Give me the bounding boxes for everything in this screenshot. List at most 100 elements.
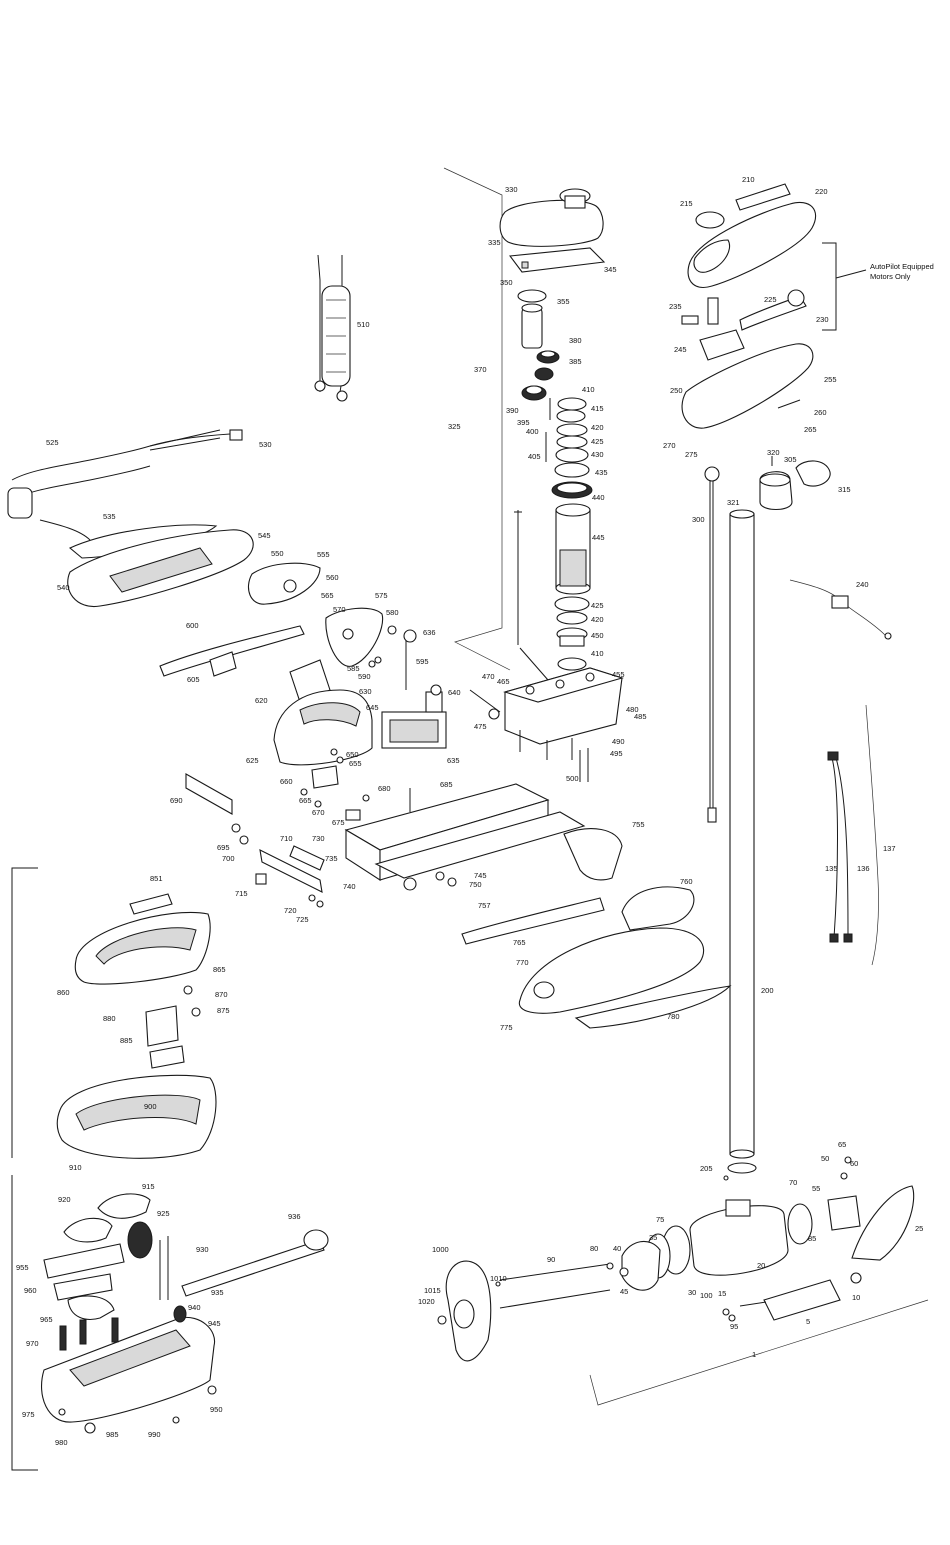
part-label: 265 bbox=[804, 425, 817, 434]
battery-leads bbox=[827, 751, 853, 943]
part-label: 40 bbox=[613, 1244, 621, 1253]
part-label: 620 bbox=[255, 696, 268, 705]
part-label: 550 bbox=[271, 549, 284, 558]
part-label: 420 bbox=[591, 423, 604, 432]
pedal-base-rails bbox=[344, 783, 586, 891]
part-label: 321 bbox=[727, 498, 740, 507]
part-label: 530 bbox=[259, 440, 272, 449]
part-label: 395 bbox=[517, 418, 530, 427]
part-label: 635 bbox=[447, 756, 460, 765]
part-label: 455 bbox=[612, 670, 625, 679]
part-label: 655 bbox=[349, 759, 362, 768]
part-label: 465 bbox=[497, 677, 510, 686]
part-label: 240 bbox=[856, 580, 869, 589]
part-label: 225 bbox=[764, 295, 777, 304]
part-label: 580 bbox=[386, 608, 399, 617]
part-label: 440 bbox=[592, 493, 605, 502]
part-label: 735 bbox=[325, 854, 338, 863]
part-labels: 1 5 10 15 20 25 30 35 40 45 50 55 60 65 … bbox=[16, 175, 923, 1447]
lower-unit-assembly bbox=[437, 1156, 915, 1362]
part-label: 715 bbox=[235, 889, 248, 898]
part-label: 330 bbox=[505, 185, 518, 194]
part-label: 385 bbox=[569, 357, 582, 366]
part-label: 600 bbox=[186, 621, 199, 630]
pedal-mechanism-upper bbox=[159, 562, 384, 677]
part-label: 730 bbox=[312, 834, 325, 843]
part-label: 585 bbox=[347, 664, 360, 673]
part-label: 250 bbox=[670, 386, 683, 395]
part-label: 370 bbox=[474, 365, 487, 374]
part-label: 75 bbox=[656, 1215, 664, 1224]
part-label: 680 bbox=[378, 784, 391, 793]
part-label: 965 bbox=[40, 1315, 53, 1324]
part-label: 480 bbox=[626, 705, 639, 714]
part-label: 20 bbox=[757, 1261, 765, 1270]
part-label: 495 bbox=[610, 749, 623, 758]
part-label: 90 bbox=[547, 1255, 555, 1264]
part-label: 245 bbox=[674, 345, 687, 354]
part-label: 490 bbox=[612, 737, 625, 746]
part-label: 685 bbox=[440, 780, 453, 789]
part-label: 525 bbox=[46, 438, 59, 447]
part-label: 390 bbox=[506, 406, 519, 415]
part-label: 300 bbox=[692, 515, 705, 524]
part-label: 630 bbox=[359, 687, 372, 696]
part-label: 200 bbox=[761, 986, 774, 995]
part-label: 500 bbox=[566, 774, 579, 783]
part-label: 710 bbox=[280, 834, 293, 843]
part-label: 350 bbox=[500, 278, 513, 287]
part-label: 920 bbox=[58, 1195, 71, 1204]
part-label: 575 bbox=[375, 591, 388, 600]
part-label: 740 bbox=[343, 882, 356, 891]
part-label: 10 bbox=[852, 1293, 860, 1302]
part-label: 25 bbox=[915, 1224, 923, 1233]
part-label: 325 bbox=[448, 422, 461, 431]
part-label: 990 bbox=[148, 1430, 161, 1439]
part-label: 970 bbox=[26, 1339, 39, 1348]
steering-housing bbox=[503, 667, 624, 782]
part-label: 955 bbox=[16, 1263, 29, 1272]
part-label: 235 bbox=[669, 302, 682, 311]
part-label: 670 bbox=[312, 808, 325, 817]
part-label: 65 bbox=[838, 1140, 846, 1149]
part-label: 570 bbox=[333, 605, 346, 614]
part-label: 355 bbox=[557, 297, 570, 306]
part-label: 315 bbox=[838, 485, 851, 494]
part-label: 215 bbox=[680, 199, 693, 208]
part-label: 450 bbox=[591, 631, 604, 640]
part-label: 1015 bbox=[424, 1286, 441, 1295]
part-label: 960 bbox=[24, 1286, 37, 1295]
part-label: 851 bbox=[150, 874, 163, 883]
part-label: 1010 bbox=[490, 1274, 507, 1283]
part-label: 880 bbox=[103, 1014, 116, 1023]
part-label: 865 bbox=[213, 965, 226, 974]
part-label: 85 bbox=[808, 1234, 816, 1243]
part-label: 255 bbox=[824, 375, 837, 384]
part-label: 335 bbox=[488, 238, 501, 247]
part-label: 15 bbox=[718, 1289, 726, 1298]
part-label: 650 bbox=[346, 750, 359, 759]
part-label: 675 bbox=[332, 818, 345, 827]
pedal-top-cover bbox=[67, 524, 254, 608]
part-label: 940 bbox=[188, 1303, 201, 1312]
part-label: 590 bbox=[358, 672, 371, 681]
part-label: 595 bbox=[416, 657, 429, 666]
part-label: 640 bbox=[448, 688, 461, 697]
part-label: 470 bbox=[482, 672, 495, 681]
part-label: 760 bbox=[680, 877, 693, 886]
drive-gear-stack bbox=[517, 289, 560, 462]
part-label: 745 bbox=[474, 871, 487, 880]
motor-shaft bbox=[727, 509, 757, 1174]
part-label: 60 bbox=[850, 1159, 858, 1168]
part-label: 275 bbox=[685, 450, 698, 459]
coiled-control-cable bbox=[7, 429, 243, 541]
part-label: 690 bbox=[170, 796, 183, 805]
part-label: 425 bbox=[591, 437, 604, 446]
part-label: 80 bbox=[590, 1244, 598, 1253]
part-label: 985 bbox=[106, 1430, 119, 1439]
part-label: 510 bbox=[357, 320, 370, 329]
part-label: 720 bbox=[284, 906, 297, 915]
part-label: 260 bbox=[814, 408, 827, 417]
part-label: 780 bbox=[667, 1012, 680, 1021]
part-label: 136 bbox=[857, 864, 870, 873]
